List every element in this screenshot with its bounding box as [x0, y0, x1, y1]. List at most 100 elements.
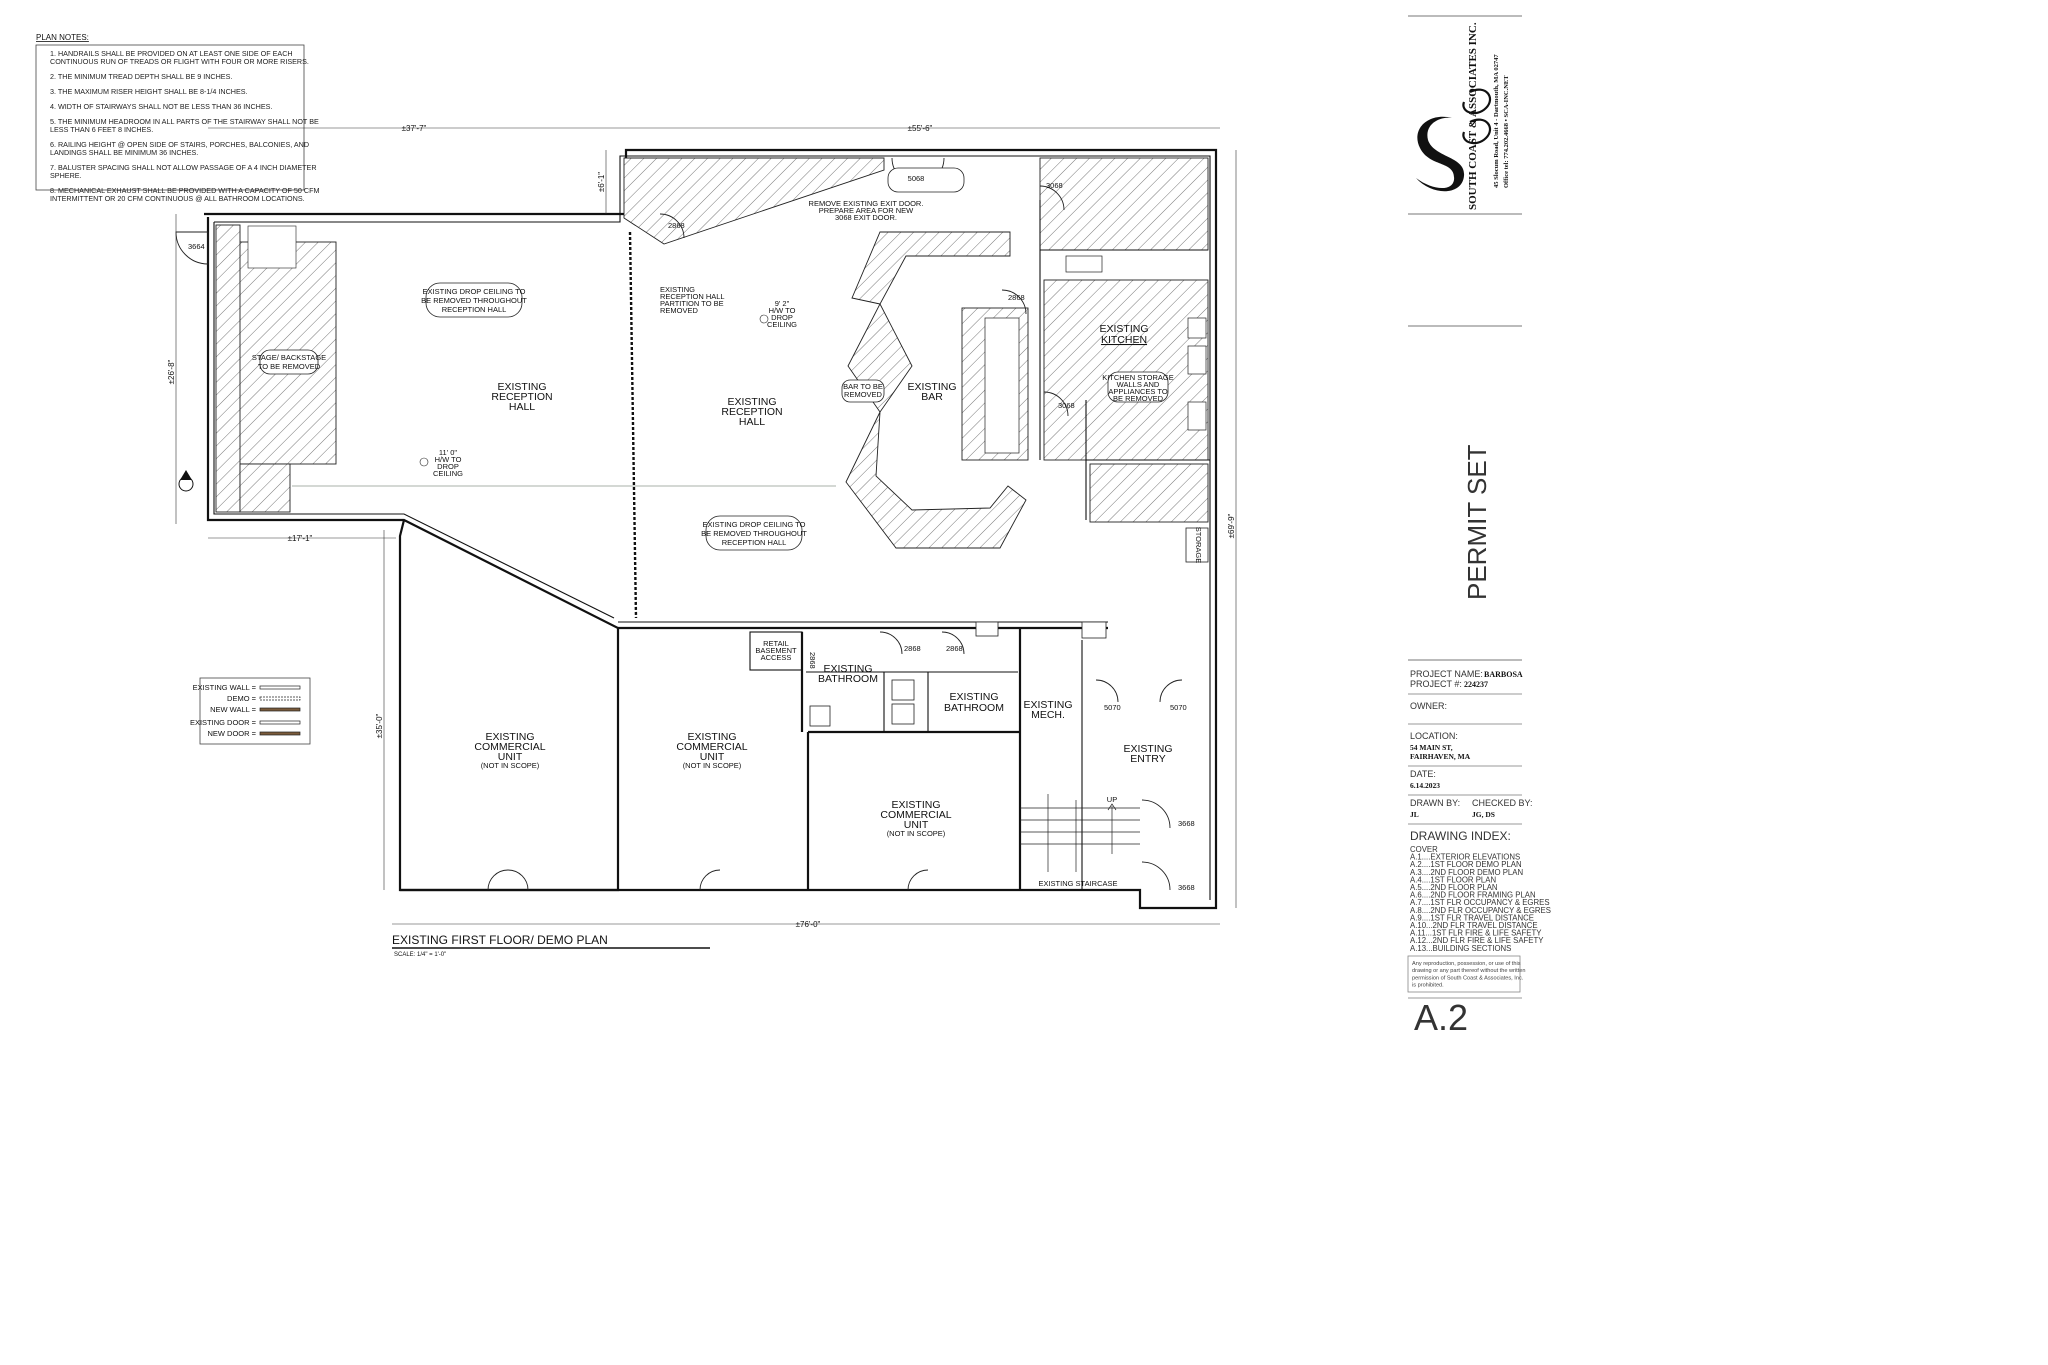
svg-text:CEILING: CEILING	[767, 320, 797, 329]
ceiling-note-right-3: RECEPTION HALL	[722, 538, 787, 547]
svg-text:STORAGE: STORAGE	[1194, 527, 1203, 564]
date-value: 6.14.2023	[1410, 781, 1440, 790]
svg-text:DRAWN BY:: DRAWN BY:	[1410, 798, 1460, 808]
plan-note-line: 4. WIDTH OF STAIRWAYS SHALL NOT BE LESS …	[50, 102, 272, 111]
stage-step-hatch	[239, 463, 291, 513]
svg-text:EXISTING: EXISTING	[1099, 323, 1148, 335]
svg-text:3668: 3668	[1178, 883, 1195, 892]
svg-text:(NOT IN SCOPE): (NOT IN SCOPE)	[683, 761, 742, 770]
svg-text:BATHROOM: BATHROOM	[944, 702, 1004, 714]
dim-mid: ±17'-1"	[288, 534, 313, 543]
svg-text:3068: 3068	[1058, 401, 1075, 410]
index-item: COVER	[1410, 845, 1438, 854]
disclaimer-line: permission of South Coast & Associates, …	[1412, 975, 1524, 981]
tag-5068: 5068	[908, 174, 925, 183]
svg-text:11' 0": 11' 0"	[439, 448, 457, 457]
firm-name: SOUTH COAST & ASSOCIATES INC.	[1467, 22, 1479, 210]
unit-door	[699, 869, 721, 891]
firm-address: 45 Slocum Road, Unit 4 - Dartmouth, MA 0…	[1493, 54, 1500, 188]
door-2868a	[659, 213, 685, 239]
svg-text:EXISTING WALL =: EXISTING WALL =	[193, 683, 257, 692]
plan-note-line: CONTINUOUS RUN OF TREADS OR FLIGHT WITH …	[50, 57, 309, 66]
index-item: A.3....2ND FLOOR DEMO PLAN	[1410, 868, 1523, 877]
svg-text:NEW WALL =: NEW WALL =	[210, 705, 257, 714]
svg-text:(NOT IN SCOPE): (NOT IN SCOPE)	[481, 761, 540, 770]
index-item: A.13...BUILDING SECTIONS	[1410, 944, 1511, 953]
svg-text:2868: 2868	[668, 221, 685, 230]
svg-text:BAR: BAR	[921, 391, 943, 403]
index-item: A.8....2ND FLR OCCUPANCY & EGRES	[1410, 906, 1551, 915]
svg-text:5070: 5070	[1104, 703, 1121, 712]
drawing-index-title: DRAWING INDEX:	[1410, 829, 1511, 843]
stage-stairs	[247, 225, 297, 269]
index-item: A.1....EXTERIOR ELEVATIONS	[1410, 853, 1520, 862]
stage-side-hatch	[215, 224, 241, 513]
ceiling-note-left-2: BE REMOVED THROUGHOUT	[421, 296, 527, 305]
drawing-scale: SCALE: 1/4" = 1'-0"	[394, 952, 446, 958]
svg-text:REMOVED: REMOVED	[660, 306, 699, 315]
svg-text:2868: 2868	[946, 644, 963, 653]
svg-text:PARTITION TO BE: PARTITION TO BE	[660, 299, 724, 308]
dim-left-lower: ±35'-0"	[375, 713, 384, 738]
svg-text:PROJECT NAME:: PROJECT NAME:	[1410, 669, 1483, 679]
svg-text:RECEPTION HALL: RECEPTION HALL	[660, 292, 725, 301]
plan-note-line: 8. MECHANICAL EXHAUST SHALL BE PROVIDED …	[50, 186, 319, 195]
dim-top-right: ±55'-6"	[908, 124, 933, 133]
room-labels: EXISTING RECEPTION HALL EXISTING RECEPTI…	[474, 323, 1172, 888]
firm-logo	[1416, 88, 1492, 192]
plan-note-line: 7. BALUSTER SPACING SHALL NOT ALLOW PASS…	[50, 163, 317, 172]
door-2868e	[941, 631, 965, 655]
kitchen-note-1: KITCHEN STORAGE	[1102, 373, 1174, 382]
svg-text:DEMO =: DEMO =	[227, 694, 257, 703]
svg-text:EXISTING: EXISTING	[949, 691, 998, 703]
outer-walls	[204, 148, 1218, 910]
svg-text:COMMERCIAL: COMMERCIAL	[676, 741, 747, 753]
inner-left	[213, 222, 615, 619]
svg-text:(NOT IN SCOPE): (NOT IN SCOPE)	[887, 829, 946, 838]
door-2868b	[1001, 289, 1027, 315]
door-2868d	[879, 631, 903, 655]
checked-by: JG, DS	[1472, 810, 1495, 819]
plan-note-line: 5. THE MINIMUM HEADROOM IN ALL PARTS OF …	[50, 117, 319, 126]
index-item: A.2....1ST FLOOR DEMO PLAN	[1410, 860, 1522, 869]
svg-text:UNIT: UNIT	[904, 819, 929, 831]
door-3668a	[1141, 799, 1171, 829]
drawn-by: JL	[1410, 810, 1419, 819]
index-item: A.12...2ND FLR FIRE & LIFE SAFETY	[1410, 936, 1544, 945]
index-item: A.10...2ND FLR TRAVEL DISTANCE	[1410, 921, 1538, 930]
appliances	[1065, 255, 1207, 431]
dim-notch: ±6'-1"	[597, 172, 606, 192]
plan-note-line: 3. THE MAXIMUM RISER HEIGHT SHALL BE 8-1…	[50, 87, 248, 96]
svg-text:UP: UP	[1107, 795, 1117, 804]
svg-text:RECEPTION: RECEPTION	[721, 406, 782, 418]
unit-door	[907, 869, 929, 891]
index-item: A.7....1ST FLR OCCUPANCY & EGRES	[1410, 898, 1550, 907]
svg-text:DROP: DROP	[437, 462, 459, 471]
stage-label-1: STAGE/ BACKSTAGE	[252, 353, 326, 362]
svg-text:EXISTING DOOR =: EXISTING DOOR =	[190, 718, 257, 727]
svg-text:EXISTING: EXISTING	[891, 799, 940, 811]
dimension-lines: ±37'-7" ±55'-6" ±6'-1" ±26'-8" ±17'-1" ±…	[167, 124, 1237, 929]
svg-text:REMOVE EXISTING EXIT DOOR.: REMOVE EXISTING EXIT DOOR.	[809, 199, 924, 208]
index-item: A.4....1ST FLOOR PLAN	[1410, 875, 1496, 884]
title-block: SOUTH COAST & ASSOCIATES INC. 45 Slocum …	[1407, 15, 1551, 1038]
dim-top-left: ±37'-7"	[402, 124, 427, 133]
dim-bottom: ±76'-0"	[796, 920, 821, 929]
plan-note-line: INTERMITTENT OR 20 CFM CONTINUOUS @ ALL …	[50, 194, 305, 203]
staircase	[1020, 794, 1140, 872]
back-bar-inner	[984, 317, 1020, 454]
svg-text:ENTRY: ENTRY	[1130, 753, 1165, 765]
plan-notes-box	[35, 44, 305, 191]
svg-text:MECH.: MECH.	[1031, 709, 1065, 721]
door-3068a	[1039, 185, 1065, 211]
demo-areas	[215, 157, 1209, 549]
disclaimer-line: Any reproduction, possession, or use of …	[1412, 961, 1521, 967]
plan-note-line: 2. THE MINIMUM TREAD DEPTH SHALL BE 9 IN…	[50, 72, 232, 81]
index-item: A.9....1ST FLR TRAVEL DISTANCE	[1410, 913, 1534, 922]
index-item: A.6....2ND FLOOR FRAMING PLAN	[1410, 891, 1536, 900]
svg-text:CHECKED BY:: CHECKED BY:	[1472, 798, 1533, 808]
plan-note-line: 1. HANDRAILS SHALL BE PROVIDED ON AT LEA…	[50, 49, 293, 58]
firm-office: Office tel: 774.202.4668 • SCA-INC.NET	[1503, 75, 1510, 188]
ceiling-note-right-2: BE REMOVED THROUGHOUT	[701, 529, 807, 538]
